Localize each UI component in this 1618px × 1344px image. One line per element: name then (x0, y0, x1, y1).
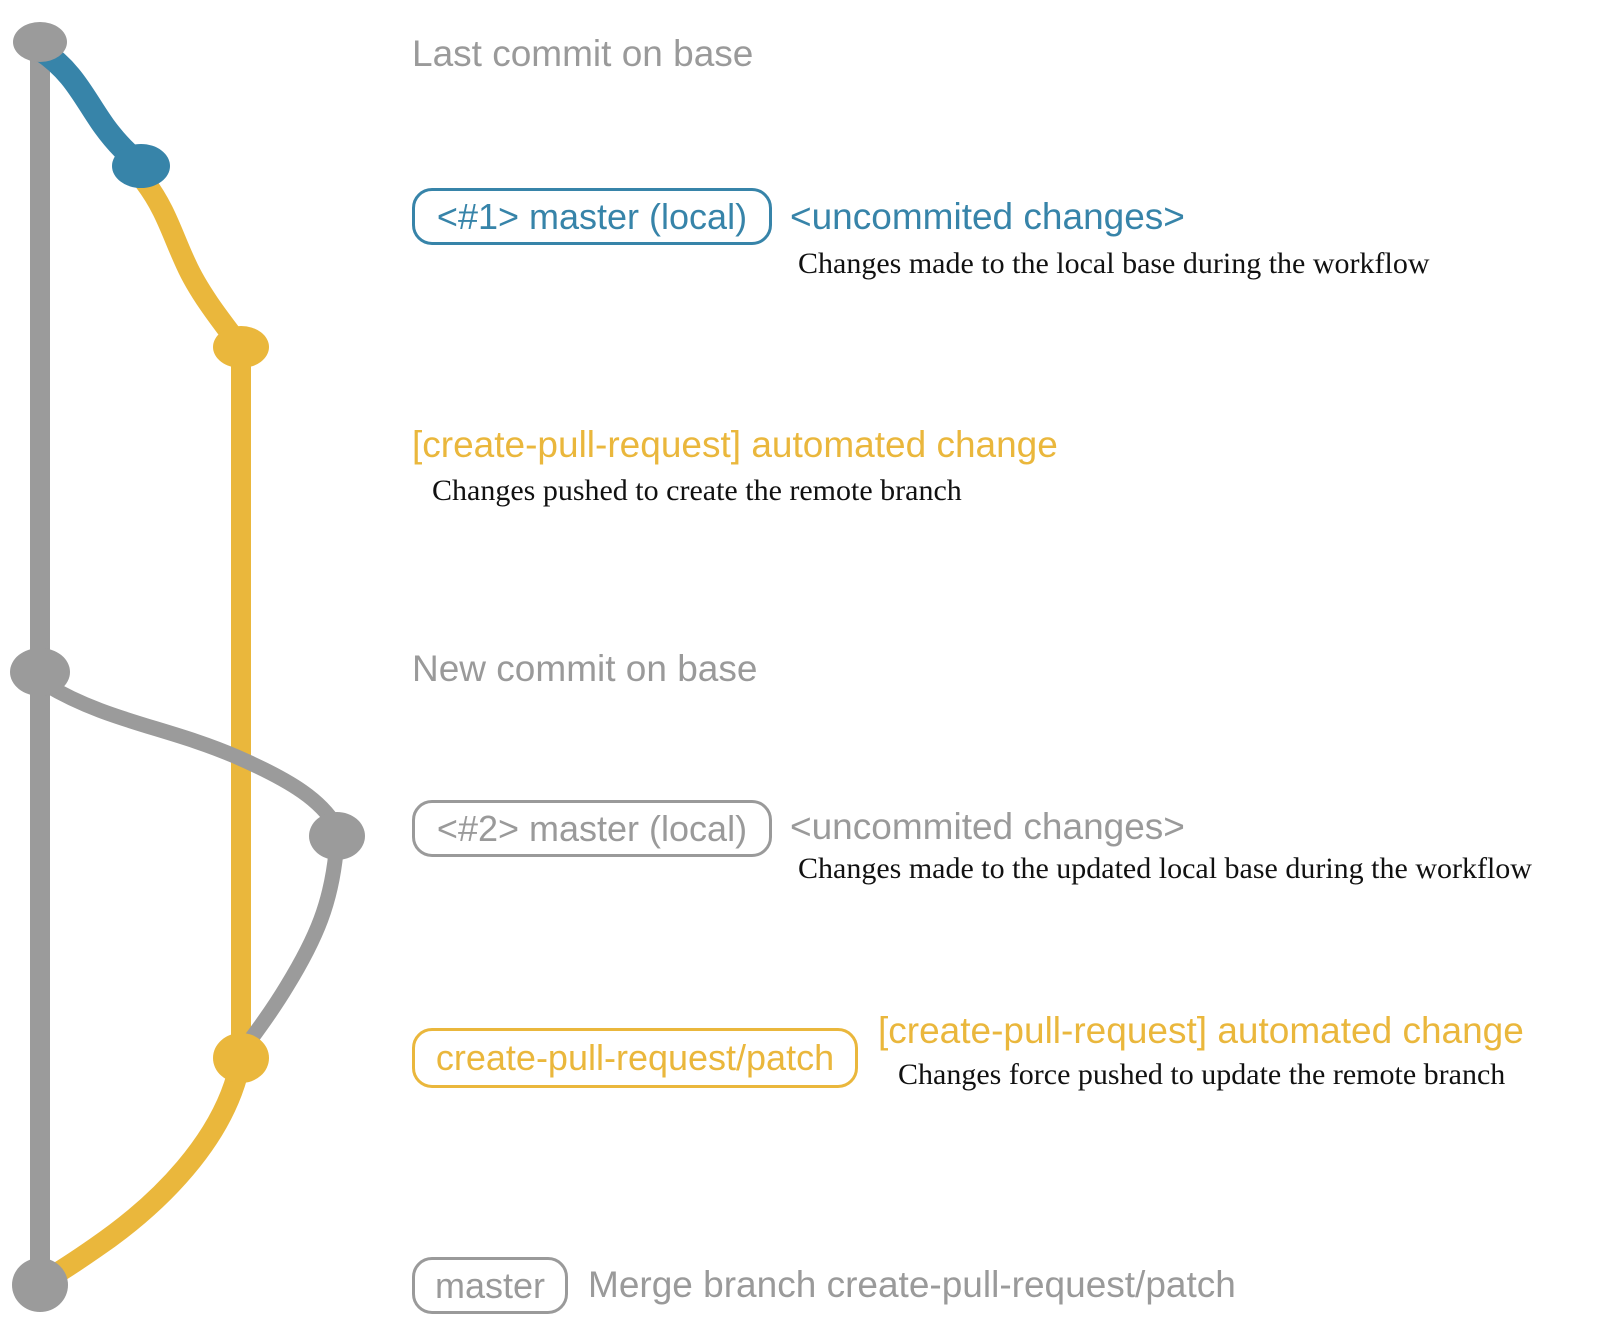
uncommitted-changes-caption-1: Changes made to the local base during th… (798, 247, 1430, 280)
commit-node-automated-change-2 (213, 1033, 269, 1083)
last-commit-label: Last commit on base (412, 33, 754, 74)
branch-badge-master-local-1: <#1> master (local) (412, 188, 772, 245)
commit-node-last-base (13, 22, 67, 62)
uncommitted-changes-caption-2: Changes made to the updated local base d… (798, 852, 1532, 885)
uncommitted-changes-label-2: <uncommited changes> (790, 806, 1185, 847)
automated-change-caption-2: Changes force pushed to update the remot… (898, 1058, 1506, 1091)
automated-change-label-2: [create-pull-request] automated change (878, 1010, 1524, 1051)
merge-commit-label: Merge branch create-pull-request/patch (588, 1264, 1236, 1305)
commit-node-uncommitted-2 (309, 812, 365, 860)
automated-change-label-1: [create-pull-request] automated change (412, 424, 1058, 465)
commit-node-merge (12, 1258, 68, 1312)
branch-badge-master: master (412, 1257, 568, 1314)
commit-node-uncommitted-1 (112, 144, 170, 188)
local-master-2-curve-in (235, 844, 344, 1058)
patch-branch-curve (134, 171, 252, 358)
commit-node-automated-change-1 (213, 326, 269, 368)
git-graph (10, 22, 365, 1312)
patch-merge-curve (33, 1065, 248, 1292)
uncommitted-changes-label-1: <uncommited changes> (790, 196, 1185, 237)
commit-node-new-base (10, 648, 70, 696)
branch-badge-patch: create-pull-request/patch (412, 1028, 858, 1088)
local-master-2-curve-out (37, 676, 344, 834)
automated-change-caption-1: Changes pushed to create the remote bran… (432, 474, 962, 507)
branch-badge-master-local-2: <#2> master (local) (412, 800, 772, 857)
new-commit-label: New commit on base (412, 648, 758, 689)
